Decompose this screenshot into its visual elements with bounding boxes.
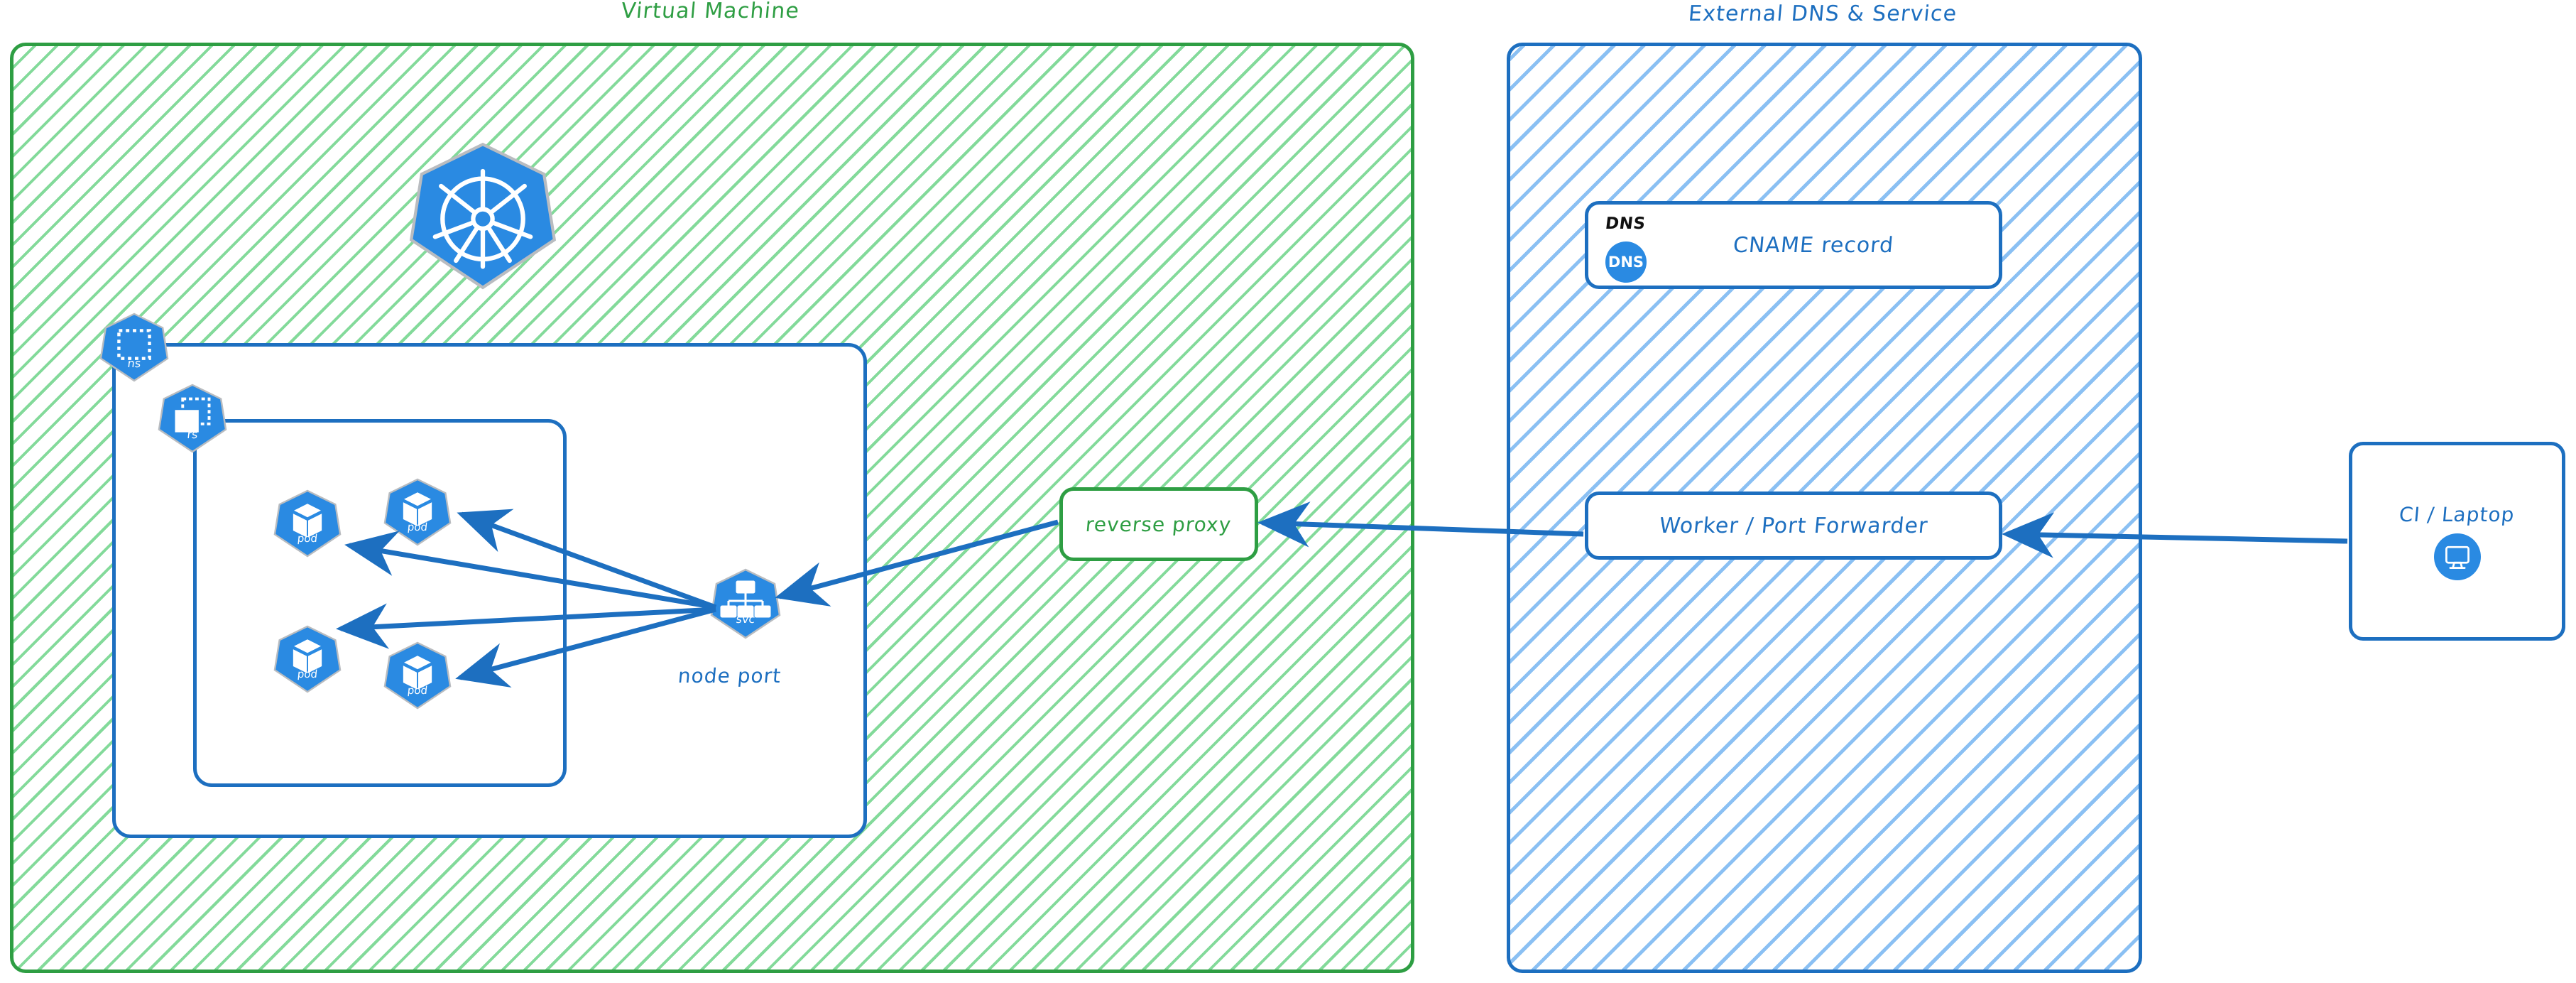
dns-badge-icon: DNS — [1605, 241, 1647, 283]
ci-laptop-label: CI / Laptop — [2398, 502, 2516, 526]
reverse-proxy-box[interactable]: reverse proxy — [1059, 487, 1258, 561]
zone-title-virtual-machine: Virtual Machine — [620, 0, 801, 23]
worker-port-forwarder-label: Worker / Port Forwarder — [1658, 513, 1929, 538]
dns-corner-tag: DNS — [1604, 214, 1647, 233]
pod-icon-3: pod — [273, 625, 342, 693]
pod-icon-1: pod — [273, 489, 342, 558]
desktop-monitor-icon — [2433, 533, 2481, 580]
namespace-icon: ns — [99, 313, 169, 382]
node-port-caption: node port — [677, 664, 782, 688]
dns-cname-label: CNAME record — [1732, 232, 1895, 258]
pod-icon-2: pod — [383, 478, 452, 546]
zone-title-external-dns-service: External DNS & Service — [1687, 1, 1958, 26]
replicaset-icon: rs — [158, 384, 227, 453]
dns-cname-box[interactable]: DNS DNS CNAME record — [1585, 201, 2002, 289]
ci-laptop-box[interactable]: CI / Laptop — [2349, 442, 2565, 641]
pod-icon-4: pod — [383, 641, 452, 710]
service-icon: svc — [710, 568, 781, 639]
reverse-proxy-label: reverse proxy — [1084, 512, 1233, 536]
kubernetes-logo — [408, 141, 557, 290]
worker-port-forwarder-box[interactable]: Worker / Port Forwarder — [1585, 492, 2002, 560]
replicaset-group-box — [193, 419, 567, 787]
